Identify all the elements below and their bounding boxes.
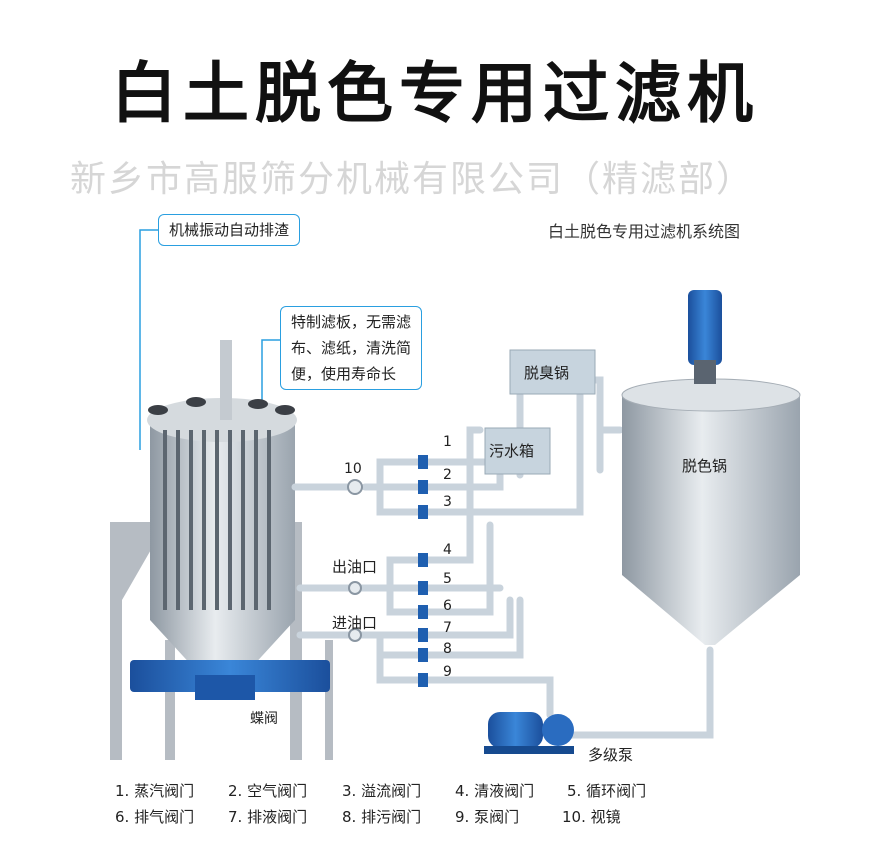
valve-number: 3 xyxy=(443,494,452,510)
inlet-flange-icon xyxy=(348,628,362,642)
filter-tank xyxy=(130,340,330,700)
label-inlet: 进油口 xyxy=(332,614,378,632)
label-pump: 多级泵 xyxy=(588,746,634,764)
legend-item: 9. 泵阀门 xyxy=(455,808,520,826)
valve-number: 4 xyxy=(443,542,452,558)
legend-item: 3. 溢流阀门 xyxy=(342,782,422,800)
callout-line: 布、滤纸，清洗简 xyxy=(291,339,412,357)
page-title: 白土脱色专用过滤机 xyxy=(111,55,759,132)
valve-number: 1 xyxy=(443,434,452,450)
legend-item: 6. 排气阀门 xyxy=(115,808,195,826)
callout-leader xyxy=(139,229,158,450)
deodor-tank-box xyxy=(509,349,596,395)
legend-item: 8. 排污阀门 xyxy=(342,808,422,826)
label-outlet: 出油口 xyxy=(332,558,378,576)
valve-number: 2 xyxy=(443,467,452,483)
callout-filter-plate: 特制滤板，无需滤 布、滤纸，清洗简 便，使用寿命长 xyxy=(280,306,423,390)
legend-item: 7. 排液阀门 xyxy=(228,808,308,826)
decolor-tank xyxy=(621,290,801,645)
legend-item: 5. 循环阀门 xyxy=(567,782,647,800)
legend-item: 2. 空气阀门 xyxy=(228,782,308,800)
watermark: 新乡市高服筛分机械有限公司（精滤部） xyxy=(70,159,755,200)
pump-icon xyxy=(484,712,574,754)
legend-item: 10. 视镜 xyxy=(562,808,621,826)
label-deodor: 脱臭锅 xyxy=(524,364,570,382)
valve-number: 9 xyxy=(443,664,452,680)
callout-vibration: 机械振动自动排渣 xyxy=(158,214,301,246)
lid-handles xyxy=(148,397,295,415)
label-butterfly-valve: 蝶阀 xyxy=(250,711,278,727)
label-decolor: 脱色锅 xyxy=(682,457,728,475)
valve-number: 10 xyxy=(344,461,362,477)
legend-item: 4. 清液阀门 xyxy=(455,782,535,800)
label-sewage: 污水箱 xyxy=(489,442,535,460)
diagram-subtitle: 白土脱色专用过滤机系统图 xyxy=(548,222,741,241)
legend-item: 1. 蒸汽阀门 xyxy=(115,782,195,800)
callout-line: 便，使用寿命长 xyxy=(291,365,397,383)
outlet-flange-icon xyxy=(348,581,362,595)
sewage-tank-box xyxy=(484,427,551,475)
valve-number: 6 xyxy=(443,598,452,614)
valve-number: 7 xyxy=(443,620,452,636)
sight-glass-icon xyxy=(347,479,363,495)
callout-line: 特制滤板，无需滤 xyxy=(291,313,412,331)
valve-number: 8 xyxy=(443,641,452,657)
valve-icons xyxy=(418,455,428,687)
valve-number: 5 xyxy=(443,571,452,587)
